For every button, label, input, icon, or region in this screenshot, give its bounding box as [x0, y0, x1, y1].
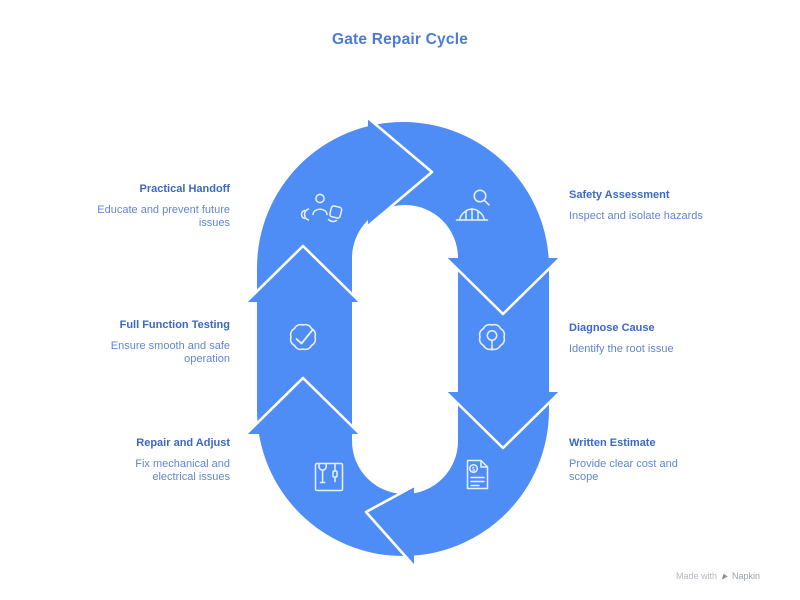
gear-check-icon: [289, 323, 317, 351]
arrow-right-lower: [446, 392, 560, 448]
step-practical-handoff: Practical Handoff Educate and prevent fu…: [90, 183, 230, 231]
step-title: Diagnose Cause: [569, 322, 655, 334]
arrow-separators: [244, 116, 562, 568]
step-diagnose-cause: Diagnose Cause Identify the root issue: [569, 322, 731, 356]
presenter-icon: [300, 193, 343, 223]
step-title: Practical Handoff: [139, 183, 230, 195]
step-repair-and-adjust: Repair and Adjust Fix mechanical and ele…: [90, 437, 230, 485]
step-title: Repair and Adjust: [136, 437, 230, 449]
watermark-brand: Napkin: [731, 571, 760, 581]
arrow-right-upper: [446, 258, 560, 314]
step-title: Written Estimate: [569, 437, 656, 449]
step-description: Ensure smooth and safe operation: [110, 340, 230, 366]
hardhat-magnifier-icon: [455, 189, 490, 221]
step-description: Provide clear cost and scope: [569, 458, 678, 484]
diagram-title: Gate Repair Cycle: [331, 31, 469, 48]
step-safety-assessment: Safety Assessment Inspect and isolate ha…: [569, 189, 731, 223]
napkin-logo-icon: [721, 573, 728, 580]
watermark-prefix: Made with: [675, 571, 717, 581]
watermark: Made with Napkin: [676, 571, 760, 581]
gear-lightbulb-icon: [478, 323, 506, 351]
cycle-ring: [257, 122, 549, 556]
toolbox-icon: [314, 462, 344, 492]
step-description: Educate and prevent future issues: [97, 204, 230, 230]
step-description: Inspect and isolate hazards: [569, 210, 703, 223]
invoice-icon: $: [466, 459, 489, 490]
step-description: Identify the root issue: [569, 343, 674, 356]
svg-text:$: $: [471, 465, 475, 473]
arrow-left-lower: [246, 378, 360, 434]
step-written-estimate: Written Estimate Provide clear cost and …: [569, 437, 691, 485]
step-full-function-testing: Full Function Testing Ensure smooth and …: [90, 319, 230, 367]
arrow-top: [368, 118, 432, 226]
step-title: Safety Assessment: [569, 189, 670, 201]
step-title: Full Function Testing: [119, 319, 230, 331]
arrow-left-upper: [246, 246, 360, 302]
cycle-arrows: [246, 118, 560, 566]
step-description: Fix mechanical and electrical issues: [135, 458, 230, 484]
